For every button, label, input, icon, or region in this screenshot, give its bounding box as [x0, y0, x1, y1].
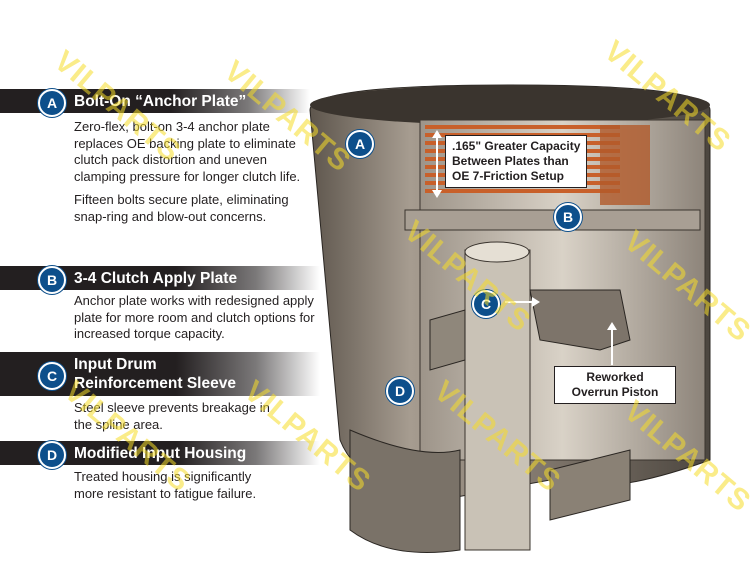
badge-c: C	[38, 362, 66, 390]
feature-d-paragraph-1: Treated housing is significantly more re…	[74, 469, 257, 501]
capacity-callout-line-1: .165" Greater Capacity	[452, 139, 581, 153]
piston-callout: Reworked Overrun Piston	[554, 366, 676, 404]
feature-d-title: Modified Input Housing	[74, 445, 247, 462]
feature-c-title-line-2: Reinforcement Sleeve	[74, 375, 236, 392]
capacity-callout: .165" Greater Capacity Between Plates th…	[445, 135, 588, 188]
diagram-badge-c: C	[472, 290, 500, 318]
diagram-badge-a: A	[346, 130, 374, 158]
feature-b-description: Anchor plate works with redesigned apply…	[74, 293, 319, 350]
feature-b-title: 3-4 Clutch Apply Plate	[74, 270, 238, 287]
feature-c-paragraph-1: Steel sleeve prevents breakage in the sp…	[74, 400, 270, 432]
feature-c-description: Steel sleeve prevents breakage in the sp…	[74, 400, 284, 440]
badge-b: B	[38, 266, 66, 294]
badge-d: D	[38, 441, 66, 469]
diagram-badge-b: B	[554, 203, 582, 231]
diagram-badge-d: D	[386, 377, 414, 405]
feature-b-paragraph-1: Anchor plate works with redesigned apply…	[74, 293, 315, 341]
feature-c-title-line-1: Input Drum	[74, 356, 157, 373]
piston-callout-line-1: Reworked	[586, 370, 644, 384]
feature-c-title: Input Drum Reinforcement Sleeve	[74, 355, 236, 393]
feature-a-paragraph-1: Zero-flex, bolt-on 3-4 anchor plate repl…	[74, 119, 301, 184]
badge-a: A	[38, 89, 66, 117]
capacity-callout-line-2: Between Plates than	[452, 154, 569, 168]
feature-a-paragraph-2: Fifteen bolts secure plate, eliminating …	[74, 192, 289, 224]
feature-d-description: Treated housing is significantly more re…	[74, 469, 284, 509]
piston-callout-line-2: Overrun Piston	[571, 385, 659, 399]
feature-a-description: Zero-flex, bolt-on 3-4 anchor plate repl…	[74, 119, 314, 232]
capacity-callout-line-3: OE 7-Friction Setup	[452, 169, 565, 183]
feature-a-title: Bolt-On “Anchor Plate”	[74, 93, 247, 110]
